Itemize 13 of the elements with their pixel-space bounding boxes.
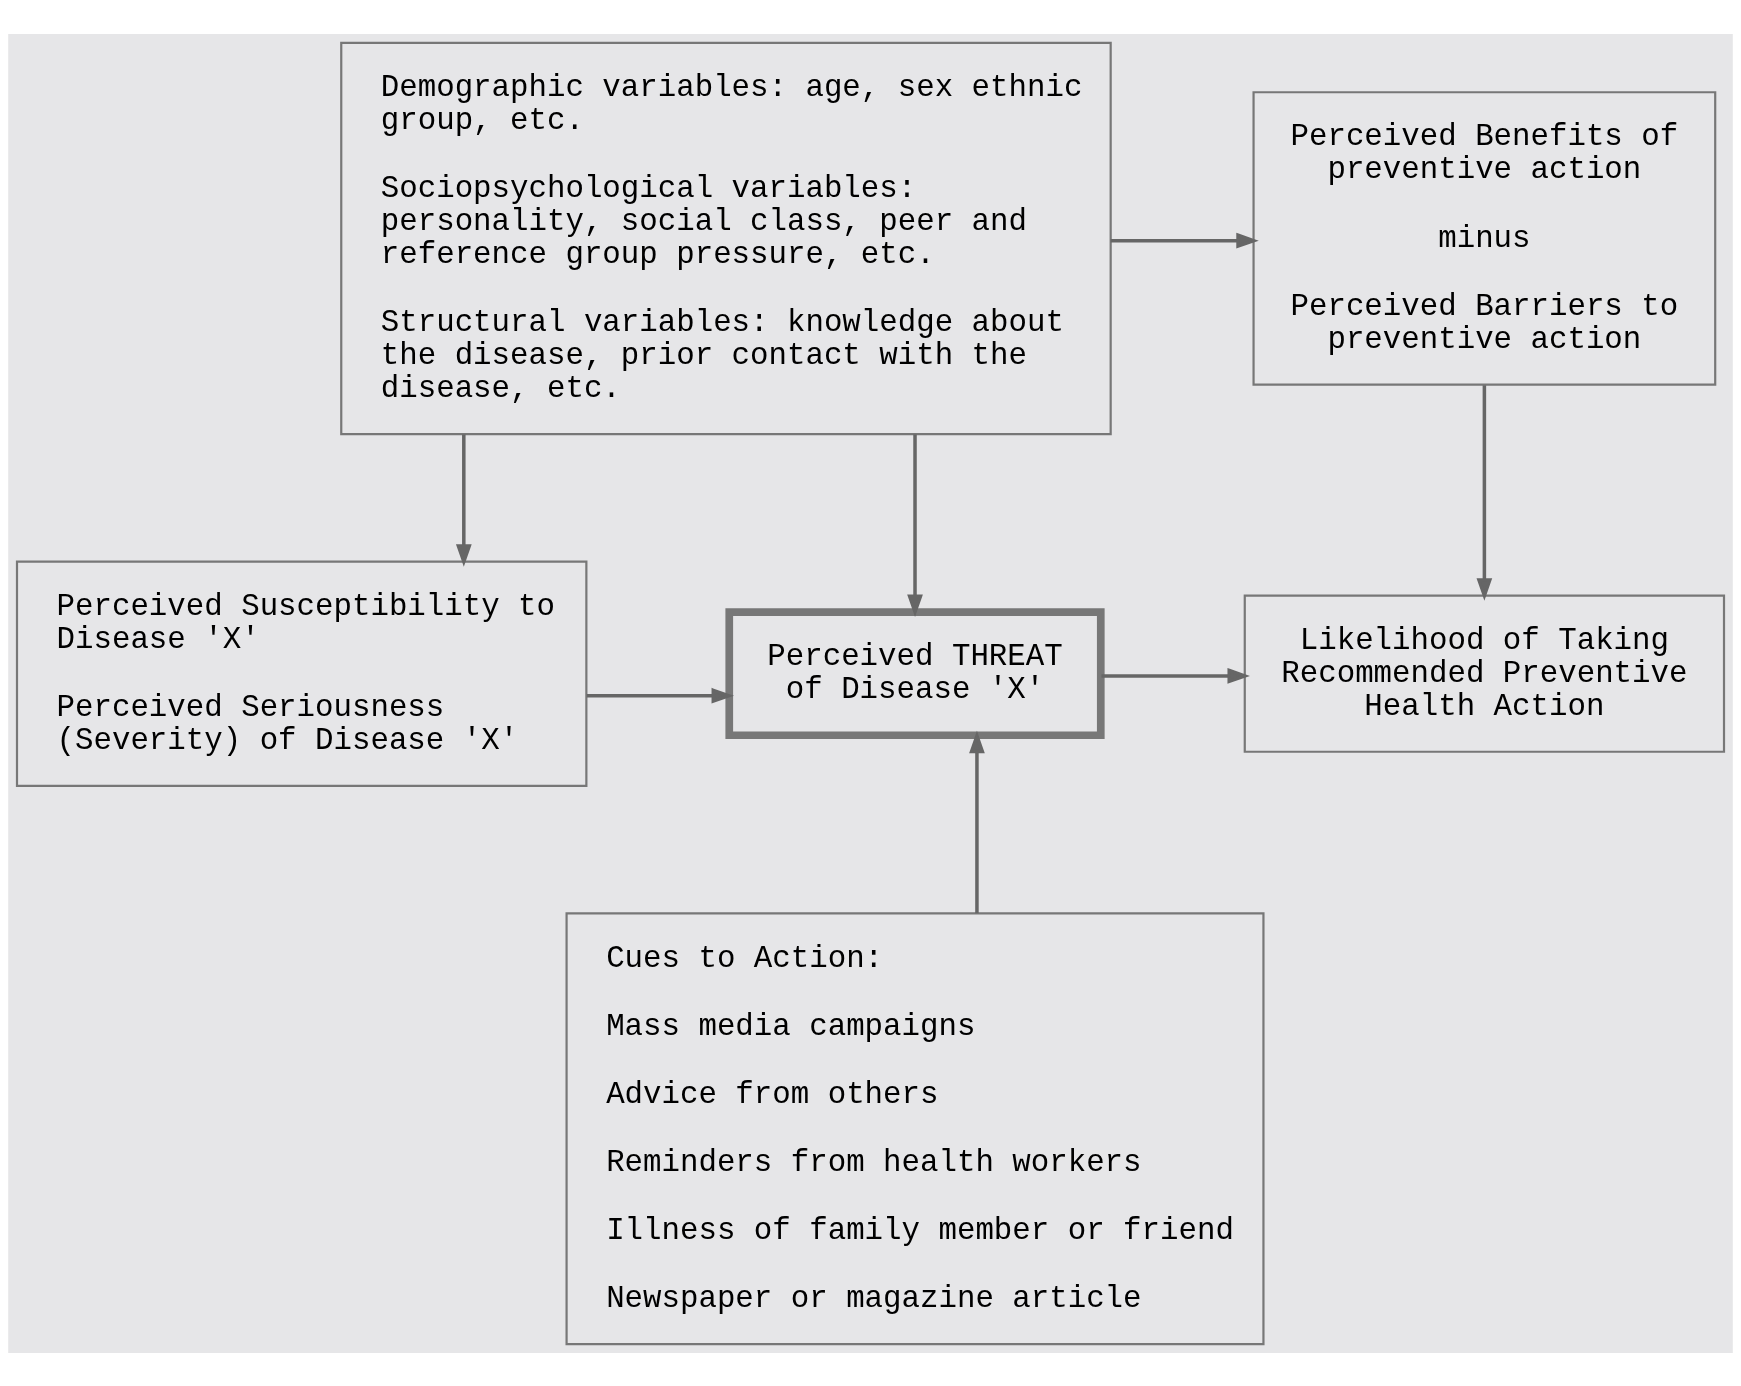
arrow <box>969 730 985 913</box>
node-box: Perceived Benefits of preventive action minus Perceived Barriers to preventive action <box>1252 90 1717 386</box>
arrow <box>1476 384 1493 601</box>
arrow <box>586 687 734 704</box>
node-box: Likelihood of Taking Recommended Preventive Health Action <box>1243 594 1726 753</box>
arrow <box>1110 232 1259 248</box>
node-box: Perceived Susceptibility to Disease 'X' Perceived Seriousness (Severity) of Disease 'X' <box>15 560 588 787</box>
node-box: Cues to Action: Mass media campaigns Advice from others Reminders from health workers Illness of family member or friend Newspaper or magazine article <box>565 911 1265 1345</box>
arrow <box>1101 667 1250 684</box>
arrow <box>455 433 472 567</box>
node-box: Demographic variables: age, sex ethnic group, etc. Sociopsychological variables: personality, social class, peer and reference group pressure, etc. Structural variables: knowledge about the disease, prior contact with the disease, etc. <box>340 41 1112 435</box>
node-box: Perceived THREAT of Disease 'X' <box>725 607 1105 739</box>
arrow <box>907 433 923 617</box>
